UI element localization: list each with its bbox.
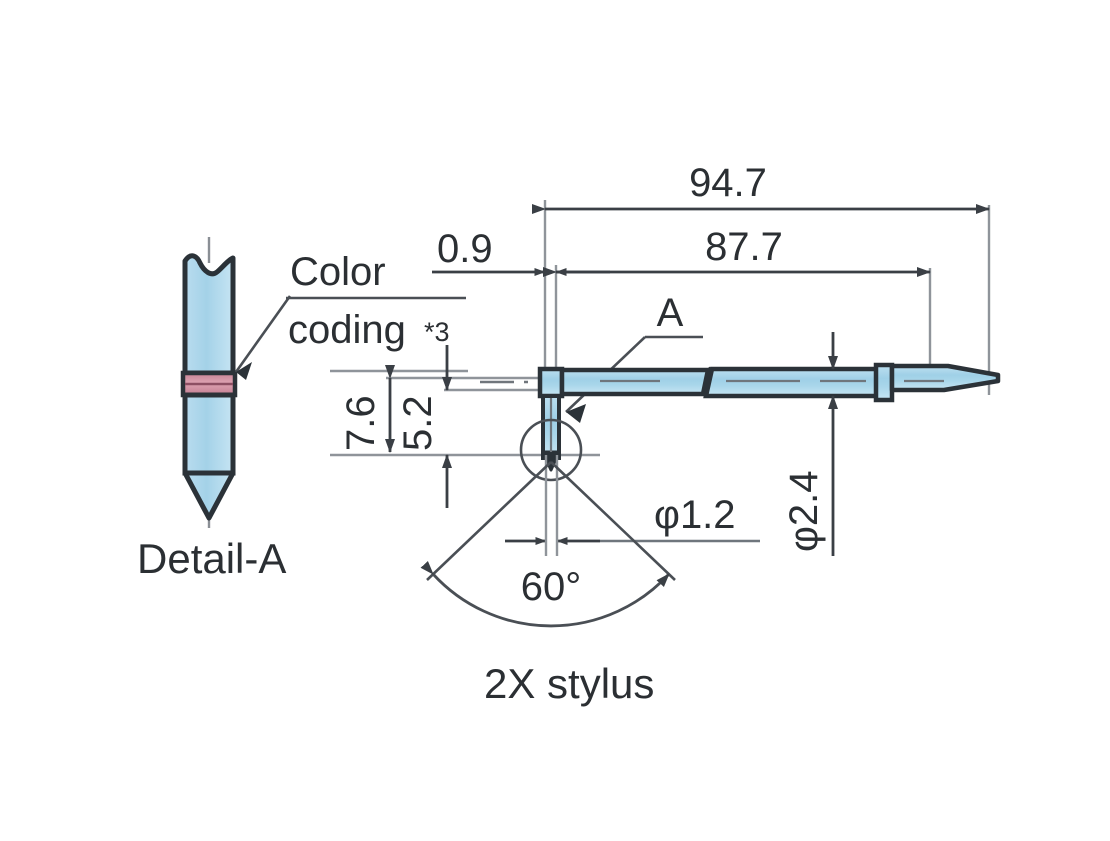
dimension-angle-60-text: 60° (521, 565, 582, 609)
dimension-94-7: 94.7 (532, 161, 990, 214)
stylus-caption: 2X stylus (484, 660, 654, 707)
color-coding-leader-arrow (236, 362, 252, 380)
dimension-dia-2-4-text: φ2.4 (782, 470, 826, 552)
dimension-dia-1-2-text: φ1.2 (654, 493, 736, 537)
section-label-a: A (565, 291, 703, 423)
dimension-87-7: 87.7 (543, 225, 931, 277)
angle-arc (420, 561, 671, 628)
detail-a-circle-indicator (519, 418, 583, 482)
color-coding-superscript: *3 (424, 317, 450, 347)
detail-lower-shaft (182, 392, 236, 476)
section-label-a-text: A (657, 291, 684, 335)
dimension-dia-1-2: φ1.2 (505, 493, 760, 545)
dimension-0-9: 0.9 (432, 227, 610, 276)
color-coding-label-line2: coding (288, 308, 406, 352)
dimension-0-9-text: 0.9 (437, 227, 493, 271)
angle-leg-left (426, 461, 552, 581)
stylus-mount-block (537, 366, 565, 399)
dimension-87-7-text: 87.7 (705, 225, 783, 269)
shaft-collar (873, 362, 895, 403)
dimension-94-7-text: 94.7 (689, 161, 767, 205)
main-stylus-view: 94.7 87.7 0.9 A (330, 161, 1001, 707)
color-coding-leader-line (234, 295, 292, 373)
detail-upper-shaft (182, 253, 236, 376)
dimension-7-6-text: 7.6 (339, 395, 383, 451)
shaft-taper-tip (889, 363, 1001, 393)
dimension-5-2: 5.2 (396, 345, 452, 508)
detail-cone-tip (182, 470, 236, 521)
shaft-segment-right (703, 366, 881, 399)
angle-leg-right (550, 461, 676, 581)
detail-a-view: Color coding *3 Detail-A (137, 237, 466, 582)
dimension-5-2-text: 5.2 (396, 395, 440, 451)
color-coding-label-line1: Color (290, 250, 386, 294)
dimension-7-6: 7.6 (339, 365, 395, 453)
dimension-dia-2-4: φ2.4 (782, 332, 838, 556)
dimension-angle-60: 60° (420, 461, 676, 628)
section-label-a-arrow (566, 404, 586, 423)
detail-a-caption: Detail-A (137, 535, 286, 582)
